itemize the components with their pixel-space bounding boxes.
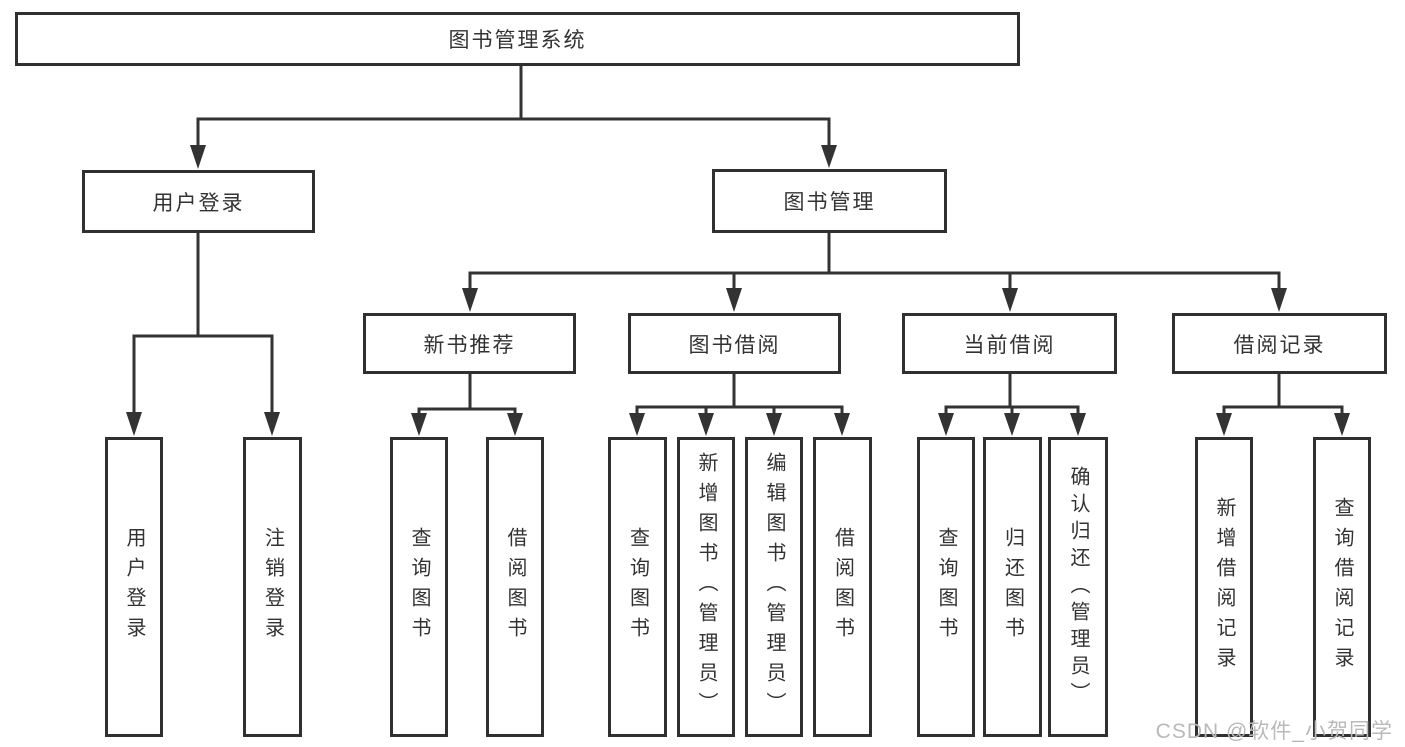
leaf-logout-label: 注销登录 (261, 527, 284, 647)
node-root-label: 图书管理系统 (448, 29, 587, 52)
node-book-borrow-label: 图书借阅 (688, 333, 781, 357)
connector-current-borrow-children (944, 372, 1080, 416)
leaf-current-query-books: 查询图书 (917, 437, 975, 737)
arrowheads-user-login-children (126, 412, 280, 436)
connector-user-login-children (132, 231, 274, 415)
connector-borrow-records-children (1222, 372, 1344, 416)
arrowheads-level3 (462, 288, 1287, 312)
arrowheads-borrow-records-children (1216, 413, 1350, 436)
leaf-recommend-query-books: 查询图书 (390, 437, 448, 737)
node-current-borrow-label: 当前借阅 (963, 333, 1056, 357)
connector-root-to-level2 (196, 63, 831, 148)
leaf-return-books-label: 归还图书 (1001, 527, 1024, 647)
node-user-login: 用户登录 (82, 170, 315, 233)
node-borrow-records: 借阅记录 (1172, 313, 1387, 374)
arrowheads-book-borrow-children (629, 413, 850, 436)
leaf-return-books: 归还图书 (983, 437, 1042, 737)
leaf-recommend-borrow-books-label: 借阅图书 (504, 527, 526, 647)
leaf-confirm-return-admin-label: 确认归还（管理员） (1067, 465, 1089, 709)
node-book-borrow: 图书借阅 (628, 313, 841, 374)
leaf-borrow-query-books: 查询图书 (608, 437, 667, 737)
leaf-user-login-label: 用户登录 (123, 527, 145, 647)
leaf-user-login: 用户登录 (105, 437, 163, 737)
arrowheads-level2 (190, 145, 837, 169)
leaf-add-book-admin-label: 新增图书（管理员） (695, 452, 717, 722)
arrowheads-current-borrow-children (938, 413, 1086, 436)
leaf-add-borrow-record: 新增借阅记录 (1195, 437, 1253, 737)
leaf-edit-book-admin: 编辑图书（管理员） (745, 437, 803, 737)
node-new-book-recommend: 新书推荐 (363, 313, 576, 374)
connector-book-borrow-children (635, 372, 844, 416)
node-book-management-label: 图书管理 (783, 191, 876, 214)
leaf-confirm-return-admin: 确认归还（管理员） (1048, 437, 1108, 737)
leaf-recommend-query-books-label: 查询图书 (408, 527, 430, 647)
connector-book-mgmt-to-level3 (468, 231, 1281, 291)
leaf-edit-book-admin-label: 编辑图书（管理员） (763, 452, 785, 722)
leaf-query-borrow-record: 查询借阅记录 (1313, 437, 1371, 737)
node-new-book-recommend-label: 新书推荐 (423, 333, 516, 357)
leaf-borrow-query-books-label: 查询图书 (626, 527, 649, 647)
leaf-current-query-books-label: 查询图书 (935, 527, 957, 647)
node-user-login-label: 用户登录 (152, 191, 245, 215)
node-book-management: 图书管理 (712, 169, 947, 233)
leaf-recommend-borrow-books: 借阅图书 (486, 437, 544, 737)
leaf-query-borrow-record-label: 查询借阅记录 (1331, 497, 1353, 677)
node-current-borrow: 当前借阅 (902, 313, 1117, 374)
node-borrow-records-label: 借阅记录 (1233, 333, 1326, 357)
arrowheads-new-recommend-children (411, 413, 523, 436)
leaf-add-borrow-record-label: 新增借阅记录 (1213, 497, 1235, 677)
watermark: CSDN @软件_小贺同学 (1155, 720, 1393, 743)
leaf-logout: 注销登录 (243, 437, 302, 737)
leaf-add-book-admin: 新增图书（管理员） (677, 437, 735, 737)
leaf-borrow-books-label: 借阅图书 (831, 527, 854, 647)
node-root: 图书管理系统 (15, 12, 1020, 66)
leaf-borrow-books: 借阅图书 (813, 437, 872, 737)
connector-new-recommend-children (417, 372, 517, 416)
